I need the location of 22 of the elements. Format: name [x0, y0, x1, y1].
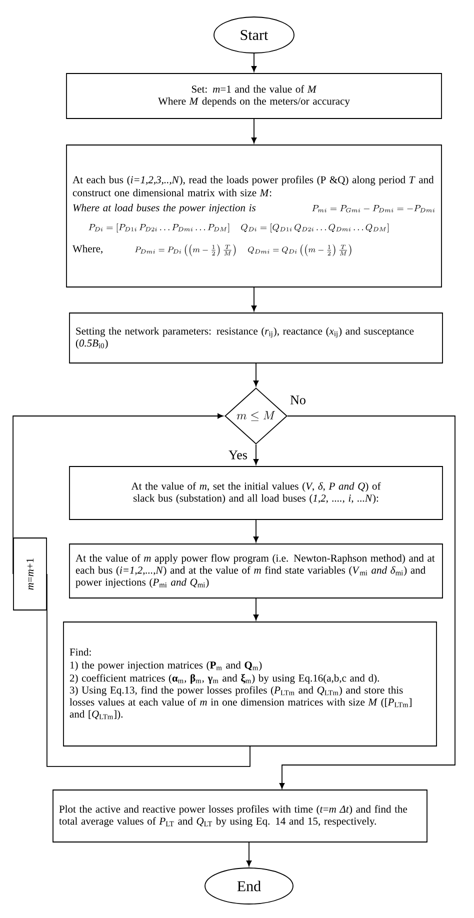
arrow [251, 118, 257, 144]
arrow [253, 363, 259, 386]
arrow [246, 842, 252, 866]
arrow [251, 287, 257, 312]
process-box: Set: m=1 and the value of M Where M depends on the meters/or accuracy [66, 73, 442, 119]
process-box: At each bus (i=1,2,3,..,N), read the loads power profiles (P &Q) along period T and construct one dimensional matrix with size M: Where at load buses the power injection is $P_{mi}=P_{Gmi}-P_{Dmi}=-P_{Dmi}$ $P_{Di}=[P_{D1i}\,P_{D2i}\ldots P_{Dmi}\ldots P_{DM}]$ $Q_{Di}=[Q_{D1i}\,Q_{D2i}\ldots Q_{Dmi}\ldots Q_{DM}]$ Where, $P_{Dmi}=P_{Di}\left(\left(m-\frac{1}{2}\right)\frac{T}{M}\right)$ $Q_{Dmi}=Q_{Di}\left(\left(m-\frac{1}{2}\right)\frac{T}{M}\right)$ [66, 144, 442, 288]
arrow [253, 444, 259, 465]
edge-label: No [289, 394, 307, 406]
arrow [251, 53, 257, 72]
start-terminal: Start [214, 16, 294, 54]
process-box: Setting the network parameters: resistance (r$_{ij}$), reactance (x$_{ij}$) and susceptance (0.5B$_{i0}$) [69, 312, 443, 364]
counter-box: m=m+1 [13, 538, 47, 610]
process-box: At the value of m, set the initial values (V, δ, P and Q) of slack bus (substation) and all load buses (1,2, ...., i, ...N): [69, 466, 443, 520]
arrow [253, 520, 259, 542]
process-box: At the value of m apply power flow program (i.e. Newton-Raphson method) and at each bus (i=1,2,...,N) and at the value of m find state variables (V$_{mi}$ and δ$_{mi}$) and power injections (P$_{mi}$ and Q$_{mi}$) [69, 544, 443, 598]
end-terminal: End [204, 868, 294, 904]
arrow [279, 416, 456, 789]
arrow [12, 413, 224, 574]
process-box: Plot the active and reactive power losses profiles with time (t=m Δt) and find the total average values of P$_{LT}$ and Q$_{LT}$ by using Eq. 14 and 15, respectively. [52, 790, 428, 842]
edge-label: Yes [228, 450, 248, 460]
arrow [253, 598, 259, 620]
process-box: Find: 1) the power injection matrices (P$_{m}$ and Q$_{m}$) 2) coefficient matrices (α$_{m}$, β$_{m}$, γ$_{m}$ and ξ$_{m}$) by using Eq.16(a,b,c and d). 3) Using Eq.13, find the power losses profiles (P$_{LTm}$ and Q$_{LTm}$) and store this losses values at each value of m in one dimension matrices with size M ([P$_{LTm}$] and [Q$_{LTm}$]). [63, 622, 437, 746]
